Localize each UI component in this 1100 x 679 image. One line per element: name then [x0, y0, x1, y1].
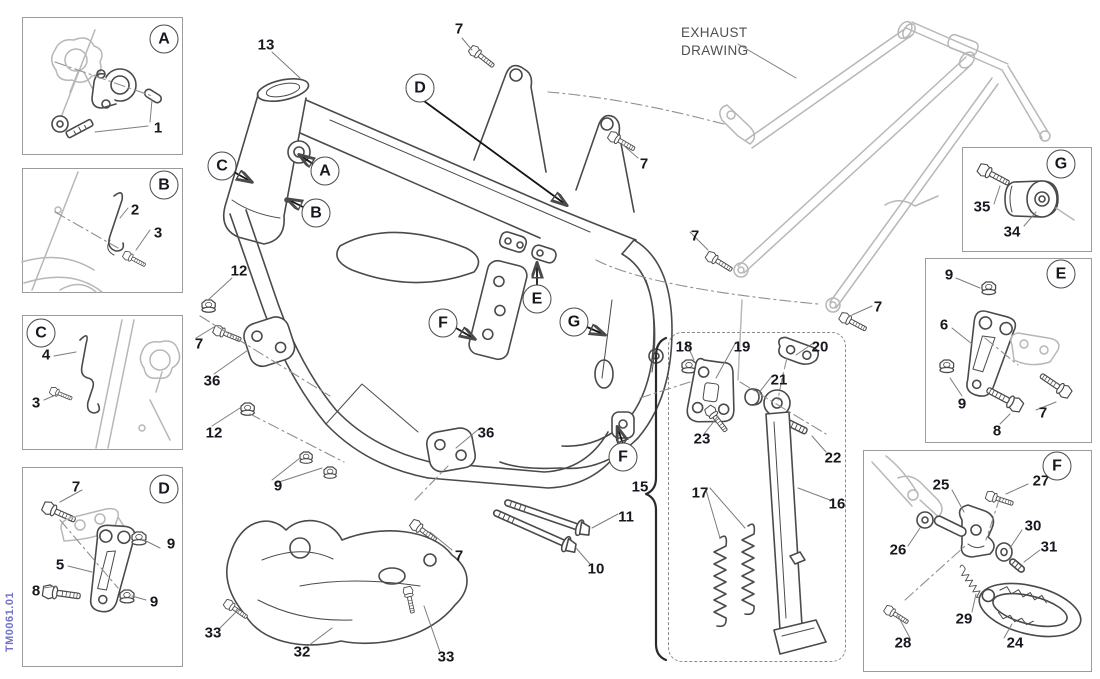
detail-f-drawing — [871, 455, 1082, 638]
callout-7-sub-right: 7 — [873, 298, 883, 316]
detail-e-drawing — [939, 281, 1074, 415]
callout-3-b: 3 — [153, 224, 163, 242]
construction-lines — [54, 61, 1019, 601]
callout-7-left: 7 — [194, 335, 204, 353]
drawing-code: TM0061.01 — [4, 591, 16, 653]
marker-box-a: A — [149, 24, 179, 54]
callout-30: 30 — [1024, 517, 1042, 535]
callout-9-boxe-2: 9 — [957, 395, 967, 413]
marker-f-main: F — [428, 308, 458, 338]
detail-a-drawing — [51, 29, 163, 139]
callout-10: 10 — [587, 560, 605, 578]
callout-7-skid: 7 — [454, 547, 464, 565]
callout-3-c: 3 — [31, 394, 41, 412]
marker-box-d: D — [149, 474, 179, 504]
skid-plate-drawing — [221, 519, 468, 646]
marker-b-main: B — [301, 198, 331, 228]
callout-9-boxd-2: 9 — [149, 593, 159, 611]
callout-25: 25 — [932, 476, 950, 494]
marker-box-b: B — [149, 170, 179, 200]
callout-22: 22 — [824, 449, 842, 467]
marker-d-main: D — [405, 73, 435, 103]
callout-18: 18 — [675, 338, 693, 356]
detail-b-drawing — [21, 171, 148, 293]
callout-19: 19 — [733, 338, 751, 356]
callout-6: 6 — [939, 316, 949, 334]
detail-box-e — [925, 258, 1092, 443]
leader-lines — [43, 37, 1057, 653]
callout-33-left: 33 — [204, 624, 222, 642]
marker-box-e: E — [1046, 259, 1076, 289]
callout-36-left: 36 — [203, 372, 221, 390]
callout-26: 26 — [889, 541, 907, 559]
detail-d-drawing — [40, 499, 147, 613]
callout-29: 29 — [955, 610, 973, 628]
callout-11: 11 — [618, 508, 634, 526]
callout-8-boxe: 8 — [992, 422, 1002, 440]
callout-36-center: 36 — [477, 424, 495, 442]
callout-32: 32 — [293, 643, 311, 661]
callout-12-upper: 12 — [230, 262, 248, 280]
callout-34: 34 — [1003, 223, 1021, 241]
callout-28: 28 — [894, 634, 912, 652]
callout-13: 13 — [257, 36, 275, 54]
callout-21: 21 — [770, 371, 788, 389]
callout-2: 2 — [130, 201, 140, 219]
callout-27: 27 — [1032, 472, 1050, 490]
marker-box-c: C — [26, 318, 56, 348]
marker-a-main: A — [310, 156, 340, 186]
marker-e-main: E — [522, 284, 552, 314]
callout-17: 17 — [691, 484, 709, 502]
exhaust-drawing-note: EXHAUST DRAWING — [681, 25, 749, 58]
exhaust-subframe-drawing — [719, 20, 1051, 381]
callout-12-lower: 12 — [205, 424, 223, 442]
marker-g-main: G — [559, 307, 589, 337]
callout-33-right: 33 — [437, 648, 455, 666]
callout-16: 16 — [828, 495, 846, 513]
kickstand-group-box — [668, 332, 846, 662]
callout-15: 15 — [631, 478, 649, 496]
marker-arrows — [233, 100, 623, 445]
callout-9-main: 9 — [273, 477, 283, 495]
main-frame-drawing — [201, 43, 869, 557]
callout-23: 23 — [693, 430, 711, 448]
callout-31: 31 — [1040, 538, 1058, 556]
callout-8-boxd: 8 — [31, 582, 41, 600]
callout-20: 20 — [811, 338, 829, 356]
detail-c-drawing — [48, 319, 181, 449]
callout-5: 5 — [55, 556, 65, 574]
detail-g-drawing — [975, 161, 1075, 221]
callout-7-top: 7 — [454, 20, 464, 38]
marker-box-g: G — [1046, 149, 1076, 179]
marker-c-main: C — [207, 151, 237, 181]
kickstand-assembly-drawing — [644, 336, 827, 662]
callout-7-boxd: 7 — [71, 478, 81, 496]
callout-4: 4 — [41, 346, 51, 364]
callout-24: 24 — [1006, 634, 1024, 652]
callout-7-boxe: 7 — [1038, 404, 1048, 422]
callout-7-sub-left: 7 — [690, 227, 700, 245]
callout-35: 35 — [973, 198, 991, 216]
marker-box-f: F — [1042, 451, 1072, 481]
marker-f-main-2: F — [608, 442, 638, 472]
callout-1: 1 — [153, 119, 163, 137]
callout-7-rear-upper: 7 — [639, 155, 649, 173]
callout-9-boxe-1: 9 — [944, 266, 954, 284]
callout-9-boxd-1: 9 — [166, 535, 176, 553]
